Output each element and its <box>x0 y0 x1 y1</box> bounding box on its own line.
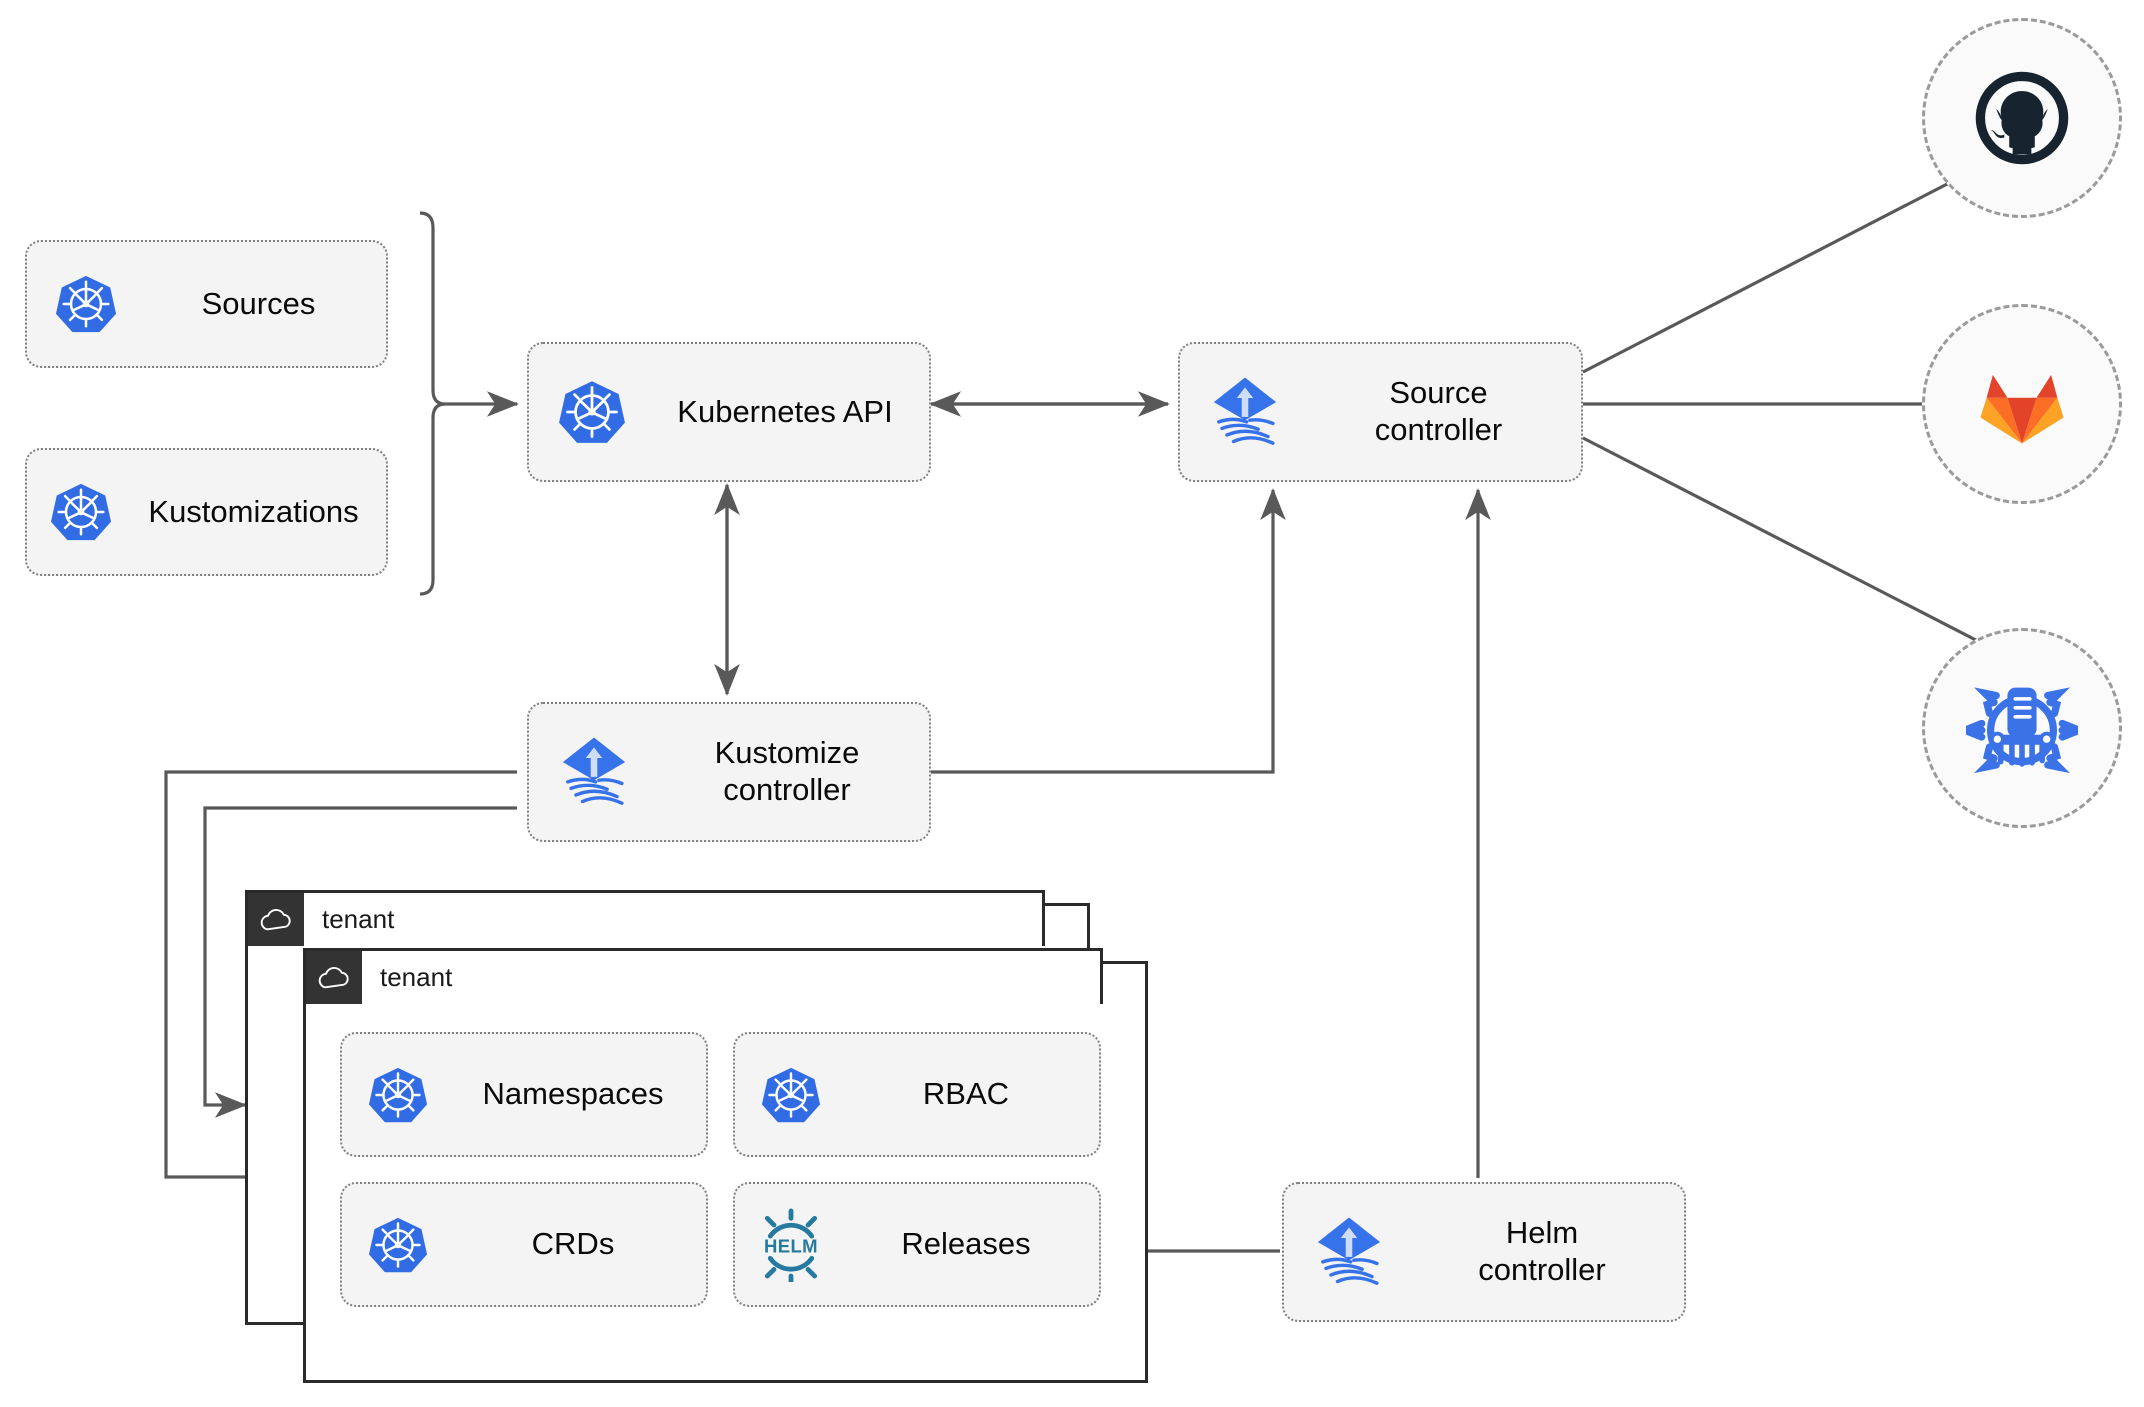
endpoint-gitlab[interactable] <box>1922 304 2122 504</box>
svg-text:HELM: HELM <box>764 1235 818 1256</box>
card-releases[interactable]: HELM Releases <box>733 1182 1101 1307</box>
endpoint-helm-registry[interactable] <box>1922 628 2122 828</box>
flux-icon <box>1284 1184 1414 1320</box>
flux-icon <box>529 704 659 840</box>
card-source-controller[interactable]: Source controller <box>1178 342 1583 482</box>
github-icon <box>1975 71 2069 165</box>
tenant-box-inner[interactable] <box>303 961 1148 1383</box>
card-namespaces-label: Namespaces <box>482 1076 664 1112</box>
card-rbac-label: RBAC <box>922 1076 1010 1112</box>
card-kustomizations[interactable]: Kustomizations <box>25 448 388 576</box>
kubernetes-icon <box>27 450 135 574</box>
card-kustomize-controller-label: Kustomize controller <box>714 735 860 807</box>
tenant-label-inner: tenant <box>380 962 453 992</box>
card-rbac[interactable]: RBAC <box>733 1032 1101 1157</box>
flux-icon <box>1180 344 1310 480</box>
kubernetes-icon <box>342 1184 454 1305</box>
card-kustomizations-label: Kustomizations <box>148 493 359 529</box>
tenant-label-outer: tenant <box>322 904 395 934</box>
helm-icon: HELM <box>735 1184 847 1305</box>
tenant-header-inner: tenant <box>303 948 1103 1004</box>
kubernetes-icon <box>27 242 145 366</box>
card-crds[interactable]: CRDs <box>340 1182 708 1307</box>
kubernetes-icon <box>342 1034 454 1155</box>
card-sources[interactable]: Sources <box>25 240 388 368</box>
cloud-icon <box>248 893 304 946</box>
kubernetes-icon <box>735 1034 847 1155</box>
card-source-controller-label: Source controller <box>1374 375 1503 447</box>
card-sources-label: Sources <box>201 285 316 321</box>
card-kustomize-controller[interactable]: Kustomize controller <box>527 702 931 842</box>
card-kubernetes-api[interactable]: Kubernetes API <box>527 342 931 482</box>
helm-registry-icon <box>1966 687 2078 774</box>
tenant-header-outer: tenant <box>245 890 1045 946</box>
card-namespaces[interactable]: Namespaces <box>340 1032 708 1157</box>
card-crds-label: CRDs <box>531 1226 615 1262</box>
card-kubernetes-api-label: Kubernetes API <box>677 393 893 429</box>
grouping-brace <box>419 211 446 596</box>
card-helm-controller[interactable]: Helm controller <box>1282 1182 1686 1322</box>
card-releases-label: Releases <box>901 1226 1031 1262</box>
cloud-icon <box>306 951 362 1004</box>
wire-kustomizectl-to-sourcectl <box>931 488 1286 774</box>
card-helm-controller-label: Helm controller <box>1478 1215 1606 1287</box>
endpoint-github[interactable] <box>1922 18 2122 218</box>
gitlab-icon <box>1980 374 2064 444</box>
kubernetes-icon <box>529 344 655 480</box>
